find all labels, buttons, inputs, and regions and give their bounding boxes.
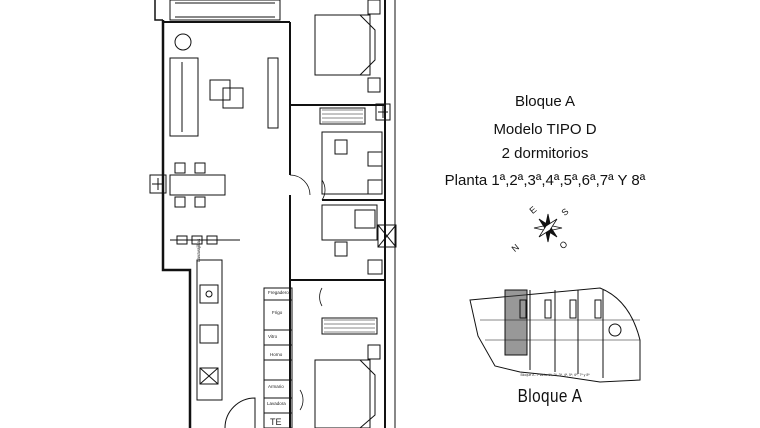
wardrobe-1: [319, 107, 366, 125]
label-frigo: Frigo: [272, 310, 283, 315]
title-modelo: Modelo TIPO D: [493, 121, 597, 138]
socket: [375, 103, 391, 121]
label-fregadero: Fregadero: [268, 290, 289, 295]
title-dormitorios: 2 dormitorios: [501, 145, 589, 162]
label-lavavajillas: Lavavajillas: [196, 238, 201, 262]
outer-wall-top: [154, 0, 163, 21]
plant: [174, 33, 192, 51]
shaft: [377, 224, 397, 248]
appliance-column: [263, 287, 293, 428]
bathroom-1: [321, 131, 383, 195]
label-termo: TE: [270, 417, 282, 427]
kitchen-vent: [199, 367, 219, 385]
bed-2: [314, 359, 371, 428]
key-plan-label: Bloque A: [517, 386, 583, 406]
compass-rose: [533, 213, 563, 243]
wardrobe-2: [321, 317, 378, 335]
coffee-table-a: [209, 79, 231, 101]
bed-1: [314, 14, 371, 76]
label-vitro: Vitro: [268, 334, 278, 339]
key-plan: [469, 287, 641, 383]
window-top: [169, 0, 281, 21]
socket: [149, 174, 167, 194]
bathroom-2: [321, 204, 378, 241]
tv-unit: [267, 57, 279, 129]
coffee-table-b: [222, 87, 244, 109]
title-planta: Planta 1ª,2ª,3ª,4ª,5ª,6ª,7ª Y 8ª: [444, 172, 646, 189]
label-horno: Horno: [270, 352, 283, 357]
label-lavadora: Lavadora: [267, 401, 286, 406]
dining-table: [169, 174, 226, 196]
kitchen-counter: [196, 259, 223, 401]
outer-wall: [161, 20, 192, 428]
key-plan-caption: Bloque A - Planta 1ª, 2ª, 3ª, 4ª, 5ª, 6ª…: [520, 373, 590, 377]
sofa: [169, 57, 199, 137]
title-bloque: Bloque A: [514, 93, 576, 110]
label-armario: Armario: [268, 384, 284, 389]
